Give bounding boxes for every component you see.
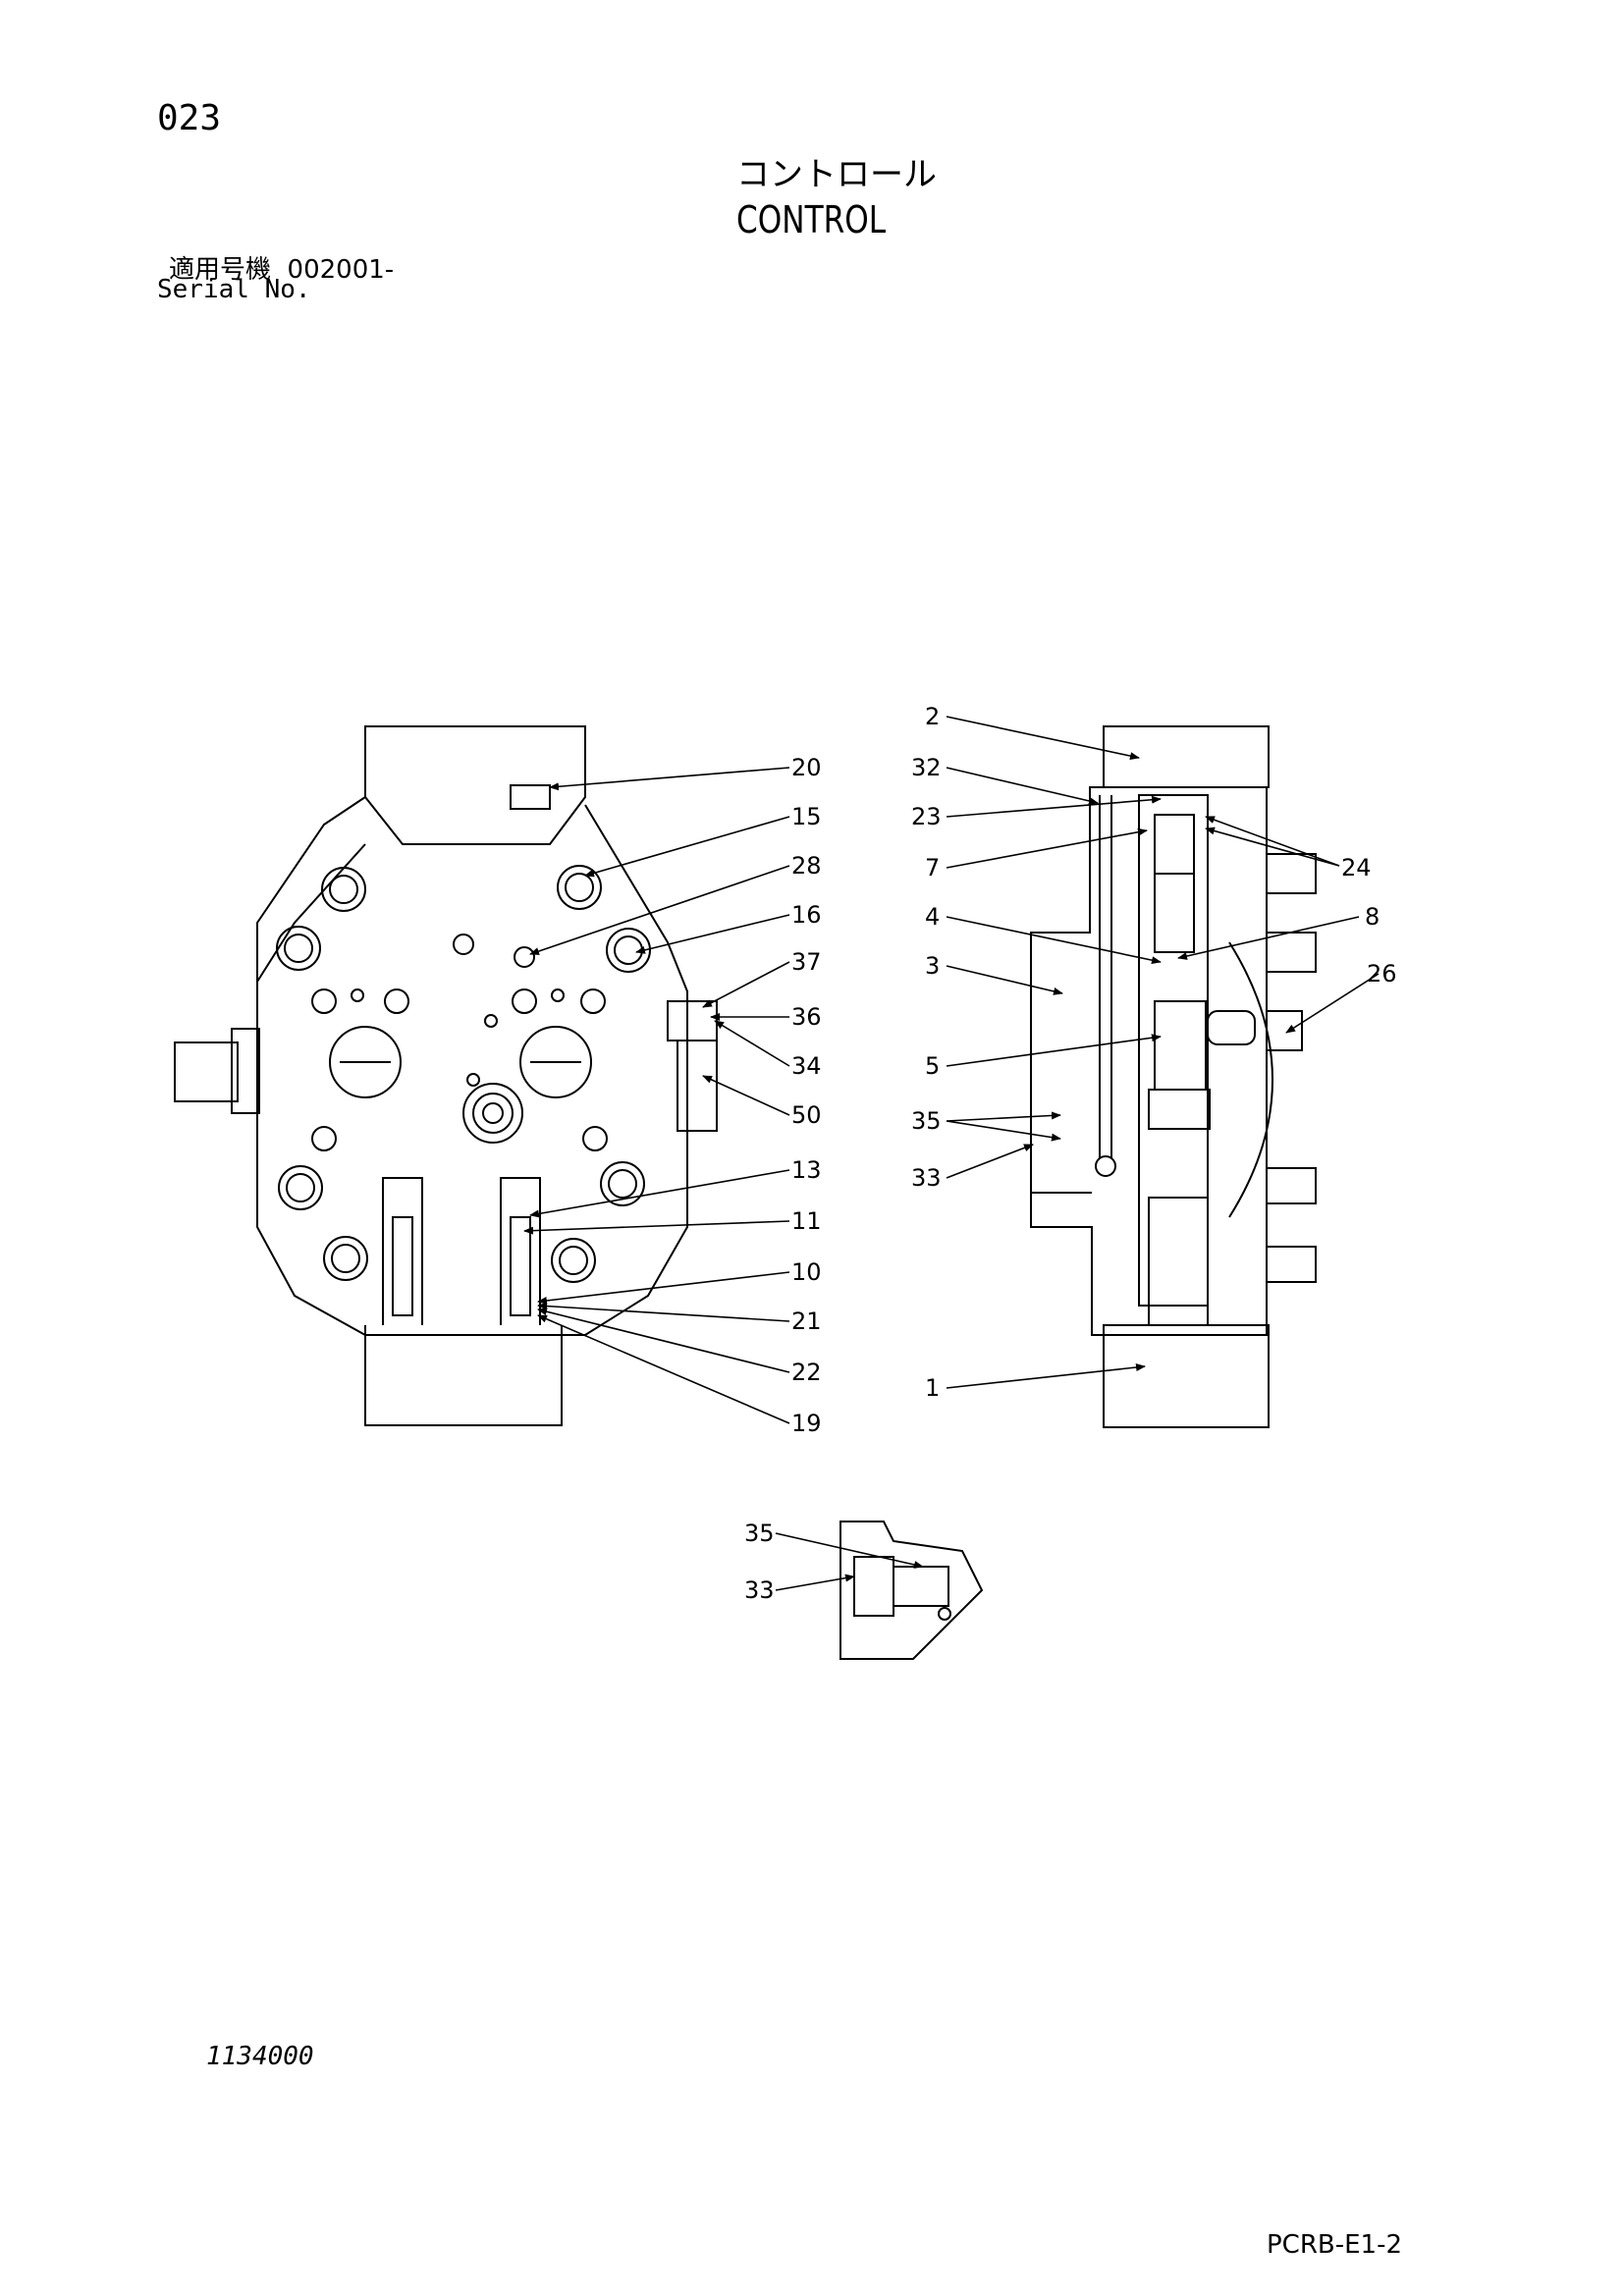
- page-number: 023: [157, 98, 222, 138]
- callout-24: 24: [1341, 854, 1372, 881]
- callout-3: 3: [925, 952, 940, 980]
- callout-22: 22: [791, 1359, 822, 1386]
- section-view: [1030, 725, 1317, 1428]
- callout-36: 36: [791, 1003, 822, 1031]
- title-english: CONTROL: [736, 198, 887, 241]
- callout-10: 10: [791, 1258, 822, 1286]
- title-japanese: コントロール: [736, 155, 937, 194]
- serial-label-japanese: 適用号機 002001-: [169, 249, 394, 286]
- callout-19: 19: [791, 1410, 822, 1437]
- callout-50: 50: [791, 1101, 822, 1129]
- callout-5: 5: [925, 1052, 940, 1080]
- front-view: [174, 725, 718, 1426]
- callout-11: 11: [791, 1207, 822, 1235]
- callout-23: 23: [911, 803, 942, 830]
- leader-lines: [523, 716, 1380, 1591]
- callout-4: 4: [925, 903, 940, 931]
- document-code: PCRB-E1-2: [1267, 2230, 1403, 2260]
- callout-8: 8: [1365, 903, 1380, 931]
- detail-view: [839, 1521, 984, 1660]
- callout-37: 37: [791, 948, 822, 976]
- callout-16: 16: [791, 901, 822, 929]
- callout-2: 2: [925, 703, 940, 730]
- callout-1: 1: [925, 1374, 940, 1402]
- callout-21: 21: [791, 1308, 822, 1335]
- callout-28: 28: [791, 852, 822, 880]
- callout-15: 15: [791, 803, 822, 830]
- drawing-number: 1134000: [206, 2042, 314, 2071]
- callout-26: 26: [1367, 960, 1397, 988]
- detail-callout-33: 33: [744, 1576, 775, 1604]
- serial-value: 002001-: [287, 255, 395, 285]
- callout-13: 13: [791, 1156, 822, 1184]
- callout-34: 34: [791, 1052, 822, 1080]
- callout-33: 33: [911, 1164, 942, 1192]
- callout-labels: 20 15 28 16 37 36 34 50 13 11 10 21 22 1…: [744, 703, 1397, 1604]
- callout-7: 7: [925, 854, 940, 881]
- callout-20: 20: [791, 754, 822, 781]
- serial-jp-label: 適用号機: [169, 255, 272, 285]
- callout-32: 32: [911, 754, 942, 781]
- callout-35: 35: [911, 1107, 942, 1135]
- serial-label-english: Serial No.: [157, 275, 311, 304]
- detail-callout-35: 35: [744, 1520, 775, 1547]
